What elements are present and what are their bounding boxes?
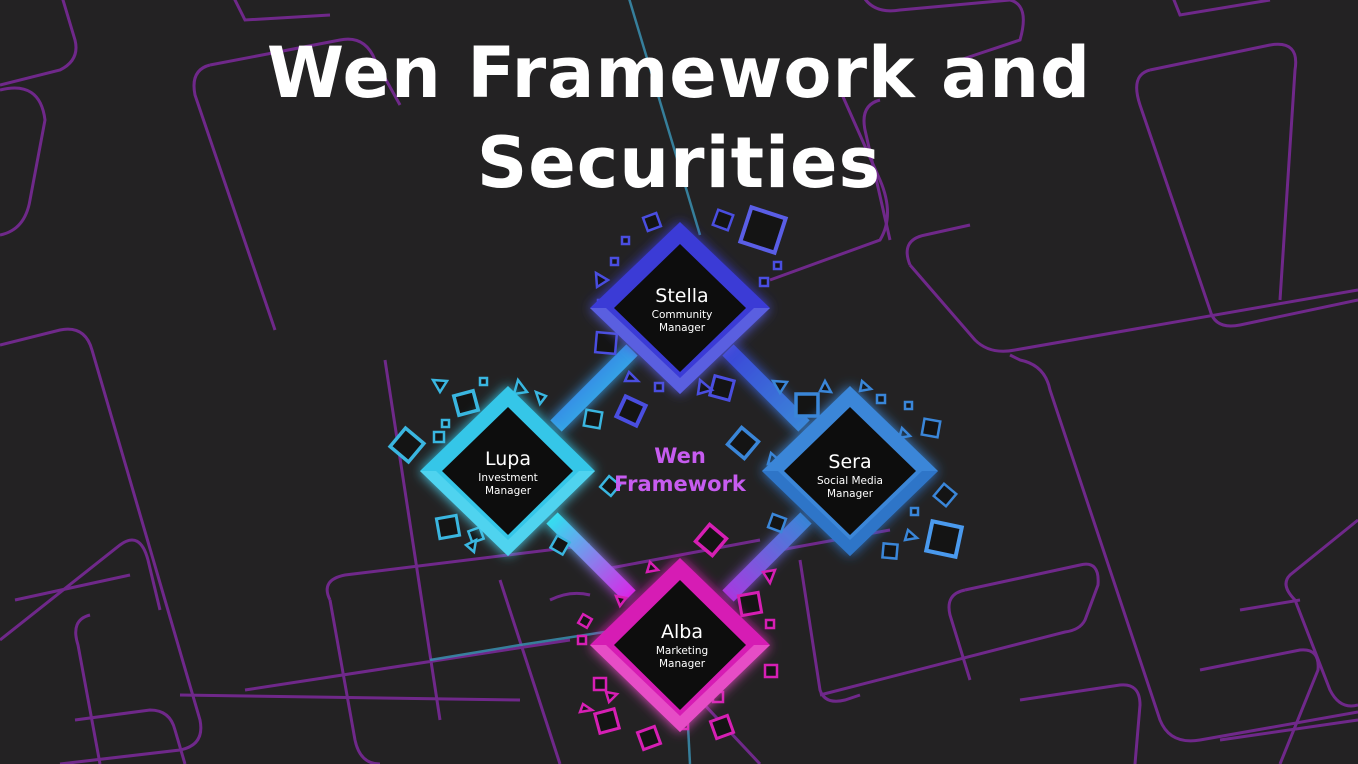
node-alba-role-2: Manager bbox=[658, 658, 706, 670]
node-lupa-name: Lupa bbox=[485, 448, 531, 470]
node-stella-name: Stella bbox=[655, 285, 709, 307]
node-sera-role-2: Manager bbox=[826, 488, 874, 500]
node-alba-role-1: Marketing bbox=[655, 645, 709, 657]
node-lupa-label: Lupa Investment Manager bbox=[438, 448, 578, 498]
center-label-line-2: Framework bbox=[614, 472, 746, 496]
center-label: Wen Framework bbox=[580, 442, 780, 498]
node-sera-name: Sera bbox=[828, 451, 872, 473]
node-lupa[interactable] bbox=[420, 386, 595, 556]
particles-alba bbox=[576, 522, 779, 752]
node-stella-role-2: Manager bbox=[658, 322, 706, 334]
node-sera[interactable] bbox=[762, 386, 938, 556]
node-stella-role-1: Community bbox=[651, 309, 713, 321]
particles-stella bbox=[593, 204, 789, 429]
connector-sera-alba bbox=[722, 512, 812, 602]
node-alba-name: Alba bbox=[661, 621, 703, 643]
page-title: Wen Framework and Securities bbox=[0, 28, 1358, 208]
title-line-2: Securities bbox=[476, 122, 882, 204]
particles-lupa bbox=[387, 376, 622, 557]
connector-lupa-alba bbox=[546, 512, 636, 602]
node-stella[interactable] bbox=[590, 222, 770, 394]
particles-sera bbox=[725, 378, 965, 560]
node-lupa-role-2: Manager bbox=[484, 485, 532, 497]
node-sera-label: Sera Social Media Manager bbox=[780, 451, 920, 501]
node-alba[interactable] bbox=[590, 558, 770, 732]
node-sera-role-1: Social Media bbox=[816, 475, 883, 487]
node-lupa-role-1: Investment bbox=[478, 472, 538, 484]
node-stella-label: Stella Community Manager bbox=[612, 285, 752, 335]
title-line-1: Wen Framework and bbox=[266, 32, 1092, 114]
connector-stella-sera bbox=[722, 344, 810, 432]
center-label-line-1: Wen bbox=[654, 444, 706, 468]
node-alba-label: Alba Marketing Manager bbox=[612, 621, 752, 671]
connector-stella-lupa bbox=[550, 344, 638, 432]
